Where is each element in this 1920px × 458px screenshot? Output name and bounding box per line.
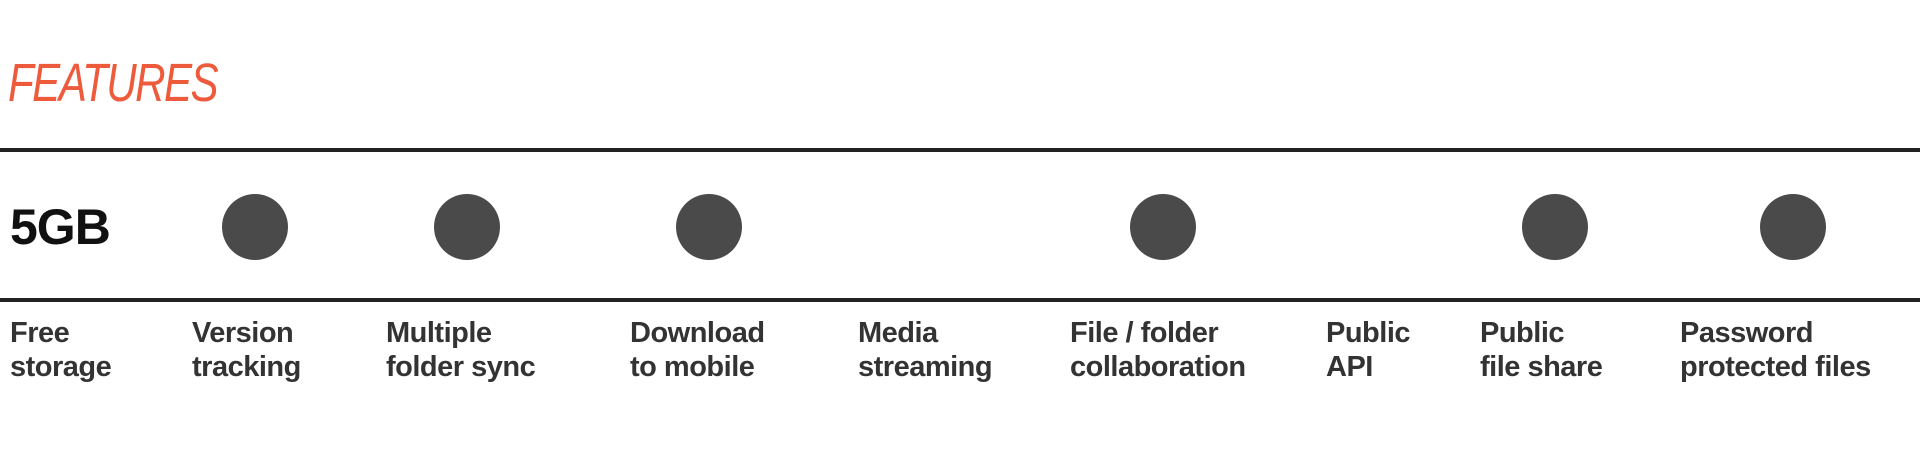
feature-label-multiple-folder-sync: Multiple folder sync bbox=[386, 316, 536, 384]
feature-label-line: API bbox=[1326, 351, 1373, 383]
feature-label-public-api: Public API bbox=[1326, 316, 1411, 384]
feature-dot-file-folder-collaboration bbox=[1130, 194, 1196, 260]
feature-label-line: File / folder bbox=[1070, 317, 1219, 349]
feature-dot-public-file-share bbox=[1522, 194, 1588, 260]
feature-label-line: collaboration bbox=[1070, 351, 1246, 383]
top-divider bbox=[0, 148, 1920, 152]
feature-label-line: Public bbox=[1480, 317, 1565, 349]
feature-label-file-folder-collaboration: File / folder collaboration bbox=[1070, 316, 1246, 384]
feature-label-media-streaming: Media streaming bbox=[858, 316, 993, 384]
bottom-divider bbox=[0, 298, 1920, 302]
feature-label-line: Password bbox=[1680, 317, 1813, 349]
feature-label-line: Multiple bbox=[386, 317, 492, 349]
feature-label-line: file share bbox=[1480, 351, 1603, 383]
features-title: FEATURES bbox=[8, 53, 219, 113]
feature-label-free-storage: Free storage bbox=[10, 316, 112, 384]
feature-label-line: to mobile bbox=[630, 351, 755, 383]
feature-label-password-protected-files: Password protected files bbox=[1680, 316, 1871, 384]
feature-label-line: Free bbox=[10, 317, 70, 349]
feature-label-line: protected files bbox=[1680, 351, 1871, 383]
feature-label-download-to-mobile: Download to mobile bbox=[630, 316, 765, 384]
feature-label-line: Download bbox=[630, 317, 765, 349]
feature-label-line: Media bbox=[858, 317, 938, 349]
feature-label-version-tracking: Version tracking bbox=[192, 316, 301, 384]
feature-label-line: Public bbox=[1326, 317, 1411, 349]
feature-dot-version-tracking bbox=[222, 194, 288, 260]
feature-label-line: storage bbox=[10, 351, 112, 383]
feature-dot-multiple-folder-sync bbox=[434, 194, 500, 260]
feature-label-line: streaming bbox=[858, 351, 993, 383]
storage-value: 5GB bbox=[10, 199, 111, 255]
feature-label-line: folder sync bbox=[386, 351, 536, 383]
feature-label-line: tracking bbox=[192, 351, 301, 383]
feature-label-line: Version bbox=[192, 317, 294, 349]
feature-label-public-file-share: Public file share bbox=[1480, 316, 1603, 384]
feature-dot-password-protected-files bbox=[1760, 194, 1826, 260]
feature-dot-download-to-mobile bbox=[676, 194, 742, 260]
